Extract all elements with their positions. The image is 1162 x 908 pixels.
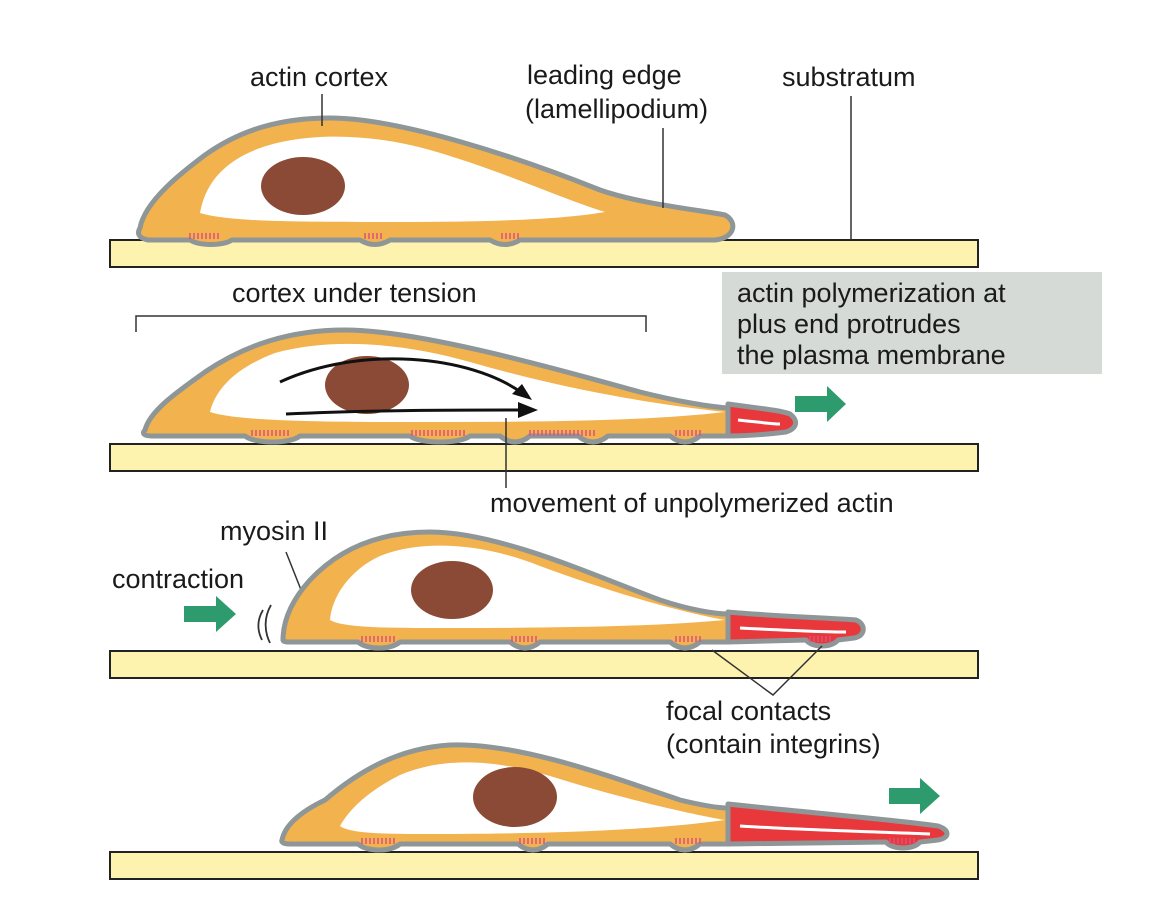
label-leading-edge-2: (lamellipodium) xyxy=(525,94,708,124)
label-leading-edge-1: leading edge xyxy=(527,60,682,90)
nucleus xyxy=(325,356,409,414)
label-focal-contacts-1: focal contacts xyxy=(666,696,831,726)
nucleus xyxy=(473,767,557,827)
callout-box xyxy=(722,272,1102,374)
focal-contact-marks xyxy=(361,636,831,642)
protrusion-arrow xyxy=(795,386,846,422)
tip-inner-line xyxy=(739,626,847,634)
flow-arrow-lower xyxy=(285,408,523,416)
label-focal-contacts-2: (contain integrins) xyxy=(666,729,881,759)
tip-inner-line xyxy=(737,418,781,426)
tip-inner-line xyxy=(739,824,931,836)
migration-arrow xyxy=(889,778,940,814)
flow-arrowhead-upper xyxy=(512,384,532,400)
label-polymerization-2: plus end protrudes xyxy=(737,309,961,339)
actin-polymerizing-tip xyxy=(725,401,798,439)
label-myosin-ii: myosin II xyxy=(220,516,328,546)
panel-3: myosin II contraction focal contacts (co… xyxy=(109,516,979,759)
focal-contact-marks xyxy=(189,233,519,239)
contraction-arrow xyxy=(184,596,236,632)
label-contraction: contraction xyxy=(112,564,244,594)
flow-arrow-upper xyxy=(279,357,523,395)
contraction-motion-lines xyxy=(257,604,272,644)
substratum-bar xyxy=(109,650,979,679)
focal-contact-marks xyxy=(361,838,915,844)
flow-arrowhead-lower xyxy=(518,402,538,418)
label-cortex-under-tension: cortex under tension xyxy=(232,278,477,308)
label-polymerization-1: actin polymerization at xyxy=(737,278,1006,308)
focal-contact-marks xyxy=(251,430,701,436)
panel-4 xyxy=(109,742,979,880)
label-actin-cortex: actin cortex xyxy=(250,62,389,92)
nucleus xyxy=(411,561,493,619)
actin-polymerizing-tip xyxy=(725,801,950,851)
panel-1: actin cortex leading edge (lamellipodium… xyxy=(109,60,979,268)
tension-bracket xyxy=(135,315,647,332)
leader-focal-contacts xyxy=(711,645,823,696)
label-polymerization-3: the plasma membrane xyxy=(737,340,1006,370)
substratum-bar xyxy=(109,851,979,880)
substratum-bar xyxy=(109,239,979,268)
label-substratum: substratum xyxy=(782,62,916,92)
substratum-bar xyxy=(109,443,979,472)
nucleus xyxy=(261,157,345,215)
label-movement-unpolymerized: movement of unpolymerized actin xyxy=(490,488,894,518)
panel-2: cortex under tension actin polymerizatio… xyxy=(109,272,1102,518)
